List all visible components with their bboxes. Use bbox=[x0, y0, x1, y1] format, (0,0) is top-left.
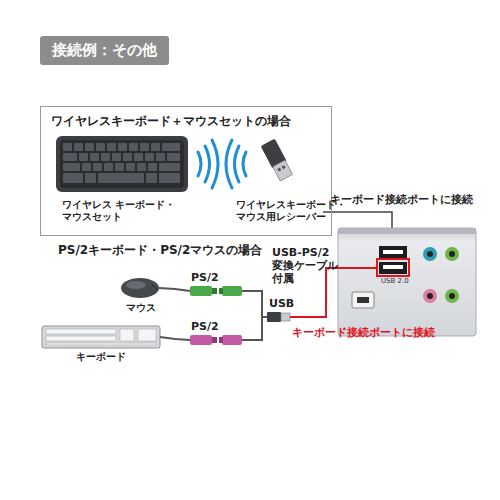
mouse-cable bbox=[159, 288, 190, 291]
part-label: ワイヤレス キーボード・マウスセット bbox=[62, 199, 192, 223]
connection-note: キーボード接続ポートに接続 bbox=[292, 326, 435, 339]
group-heading: ワイヤレスキーボード＋マウスセットの場合 bbox=[51, 113, 331, 130]
ps2-connector-pink bbox=[190, 335, 242, 345]
ps2-connector-green bbox=[190, 286, 242, 296]
wireless-keyboard bbox=[56, 136, 188, 192]
section-heading: PS/2キーボード・PS/2マウスの場合 bbox=[58, 243, 262, 257]
leader-line bbox=[290, 268, 377, 317]
ps2-keyboard bbox=[42, 326, 160, 348]
adapter-cable bbox=[242, 317, 268, 340]
port-label: USB 2.0 bbox=[381, 277, 409, 285]
part-label: マウス bbox=[126, 302, 156, 314]
connector-label: PS/2 bbox=[191, 320, 219, 333]
connector-label: PS/2 bbox=[191, 271, 219, 284]
radio-waves bbox=[198, 140, 246, 188]
usb-plug bbox=[267, 312, 290, 322]
connection-note: キーボード接続ポートに接続 bbox=[330, 193, 473, 206]
keyboard-cable bbox=[160, 337, 190, 340]
part-label: キーボード bbox=[76, 351, 126, 363]
title-tab: 接続例：その他 bbox=[40, 36, 169, 65]
adapter-cable bbox=[242, 291, 262, 317]
receiver-dongle bbox=[261, 139, 294, 182]
kvm-switch bbox=[338, 228, 476, 336]
cable-label: USB-PS/2 変換ケーブル 付属 bbox=[272, 246, 352, 286]
ps2-mouse bbox=[121, 278, 159, 298]
connector-label: USB bbox=[269, 297, 294, 310]
